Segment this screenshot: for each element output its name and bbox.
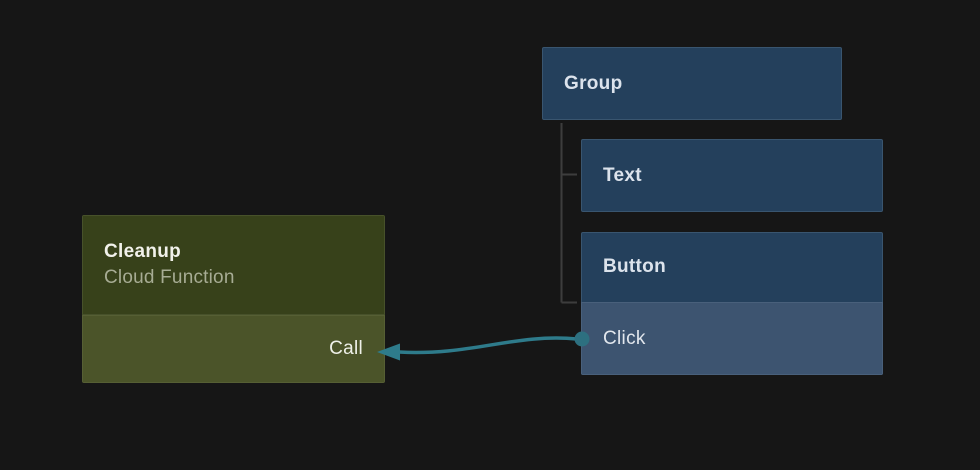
output-port-row-click[interactable]: Click (581, 302, 883, 375)
node-group[interactable]: Group (542, 47, 842, 120)
node-button-header: Button (581, 232, 883, 302)
input-port-row-call[interactable]: Call (82, 315, 385, 383)
input-port-label-call: Call (329, 338, 363, 359)
node-button-title: Button (603, 256, 666, 277)
node-group-title: Group (564, 72, 623, 94)
node-cleanup[interactable]: Cleanup Cloud Function Call (82, 215, 385, 383)
connection-wire (397, 336, 579, 355)
node-text[interactable]: Text (581, 139, 883, 212)
node-text-title: Text (603, 164, 642, 186)
output-port-label-click: Click (603, 327, 646, 349)
connection-click-to-call[interactable] (377, 331, 590, 361)
node-button[interactable]: Button Click (581, 232, 883, 375)
tree-connector-lines (560, 123, 577, 304)
node-cleanup-title: Cleanup (104, 241, 182, 263)
node-cleanup-header: Cleanup Cloud Function (82, 215, 385, 315)
node-cleanup-subtitle: Cloud Function (104, 267, 235, 288)
